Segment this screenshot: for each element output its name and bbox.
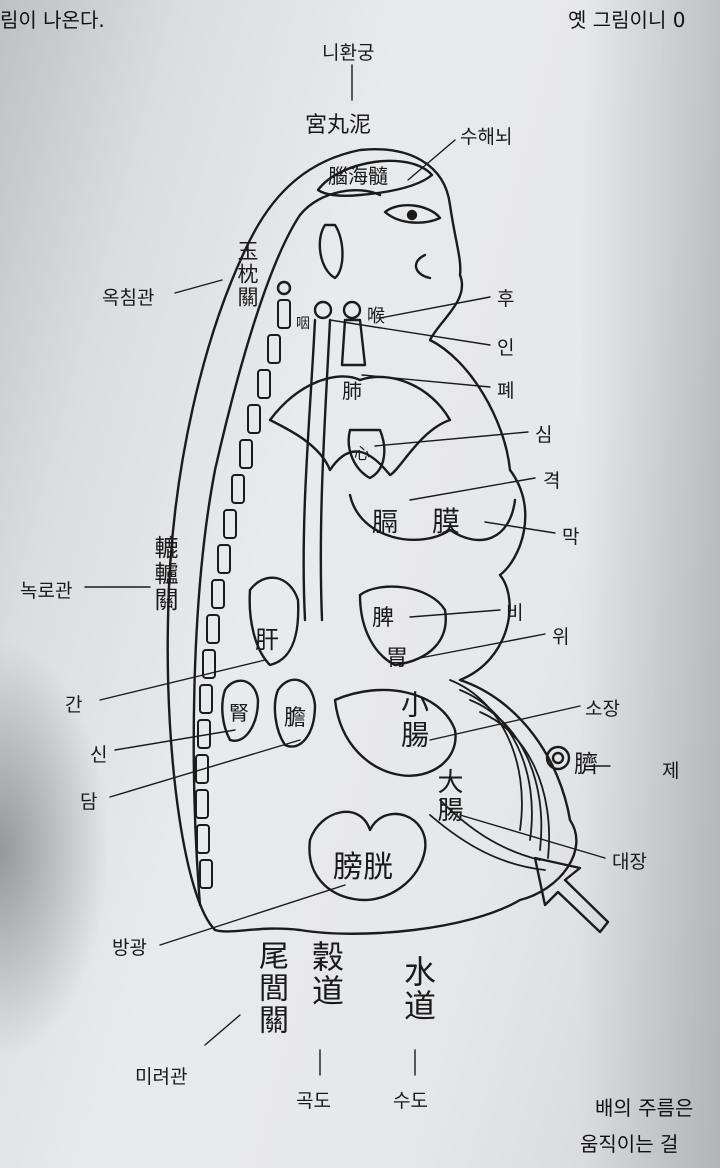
large-intestine-folds [429,679,550,871]
navel-ring-outer [545,745,571,771]
hanzi-xin: 心 [354,444,371,463]
label-je: 제 [662,760,680,782]
label-miryeogwan: 미려관 [135,1066,188,1088]
label-gokdo: 곡도 [296,1090,331,1112]
hanzi-yan: 咽 [296,316,310,332]
eye-pupil [406,209,418,221]
hanzi-dan: 膽 [284,706,307,731]
hanzi-wei: 胃 [386,646,409,671]
yan-ring [313,300,333,320]
hanzi-pangguang: 膀胱 [333,850,393,885]
hanzi-hou: 喉 [367,306,385,327]
hanzi-gan: 肝 [255,626,279,654]
label-gyeok: 격 [543,470,561,492]
spine-chain [195,299,291,889]
spine-top-node [276,280,292,296]
label-norogwan: 녹로관 [20,580,73,602]
kidney-outline [221,679,260,742]
label-sin: 신 [90,744,108,766]
brain-outline [316,159,434,197]
liver-outline [248,576,300,667]
hanzi-weilvguan: 尾閭關 [253,940,288,1036]
hou-ring [342,300,362,320]
hanzi-suihainao: 腦海髓 [328,164,388,188]
label-wi: 위 [552,626,570,648]
head-back [298,188,382,217]
hanzi-ge: 膈 [372,508,399,538]
hanzi-yuzhenguan: 玉枕關 [235,240,259,309]
top-left-text: 림이 나온다. [0,8,105,32]
bladder-outline [308,810,427,902]
label-banggwang: 방광 [112,937,147,959]
label-in: 인 [497,337,515,359]
spine-outline [192,213,302,907]
label-sim: 심 [535,424,553,446]
hanzi-fei: 肺 [342,379,362,403]
label-mak: 막 [562,526,580,548]
label-suhaenoe: 수해뇌 [460,126,513,148]
page-shadow-left [0,640,110,1060]
bottom-text-line2: 움직이는 걸 [580,1132,679,1156]
arrow-outline [533,856,610,934]
label-gan: 간 [65,694,83,716]
hanzi-gudao: 穀道 [307,940,345,1008]
navel-ring-inner [551,751,565,765]
label-sojang: 소장 [585,698,620,720]
top-right-text: 옛 그림이니 0 [568,8,686,32]
label-dam: 담 [80,791,98,813]
ear-outline [318,223,344,280]
hanzi-mo: 膜 [432,505,461,538]
gallbladder-outline [273,678,317,748]
label-nihwangung: 니환궁 [322,42,375,64]
diaphragm-outline [348,493,517,542]
small-intestine-outline [333,688,457,777]
label-sudo: 수도 [393,1090,428,1112]
trachea [340,318,367,367]
stomach-outline [358,585,447,667]
hanzi-xiaochang: 小腸 [397,690,430,750]
leader-lines [84,64,611,1076]
hanzi-shen: 腎 [229,701,249,725]
mouth-outline [414,253,432,280]
hanzi-qi: 臍 [574,750,598,778]
hanzi-niwangong: 宮丸泥 [305,113,372,138]
hanzi-shuidao: 水道 [399,955,437,1023]
label-hu: 후 [497,288,515,310]
throat-pipe [302,318,332,622]
body-outline [166,148,578,935]
heart-outline [347,428,386,480]
label-daejang: 대장 [612,851,647,873]
label-pye: 폐 [497,380,515,402]
hanzi-pi: 脾 [372,606,395,631]
label-okchimgwan: 옥침관 [102,287,155,309]
label-bi: 비 [506,602,524,624]
hanzi-dachang: 大腸 [433,768,463,824]
bottom-text-line1: 배의 주름은 [595,1096,694,1120]
page-shadow-right [580,0,720,1168]
hanzi-luluguan: 轆轤關 [150,535,178,613]
eye-outline [383,204,442,224]
